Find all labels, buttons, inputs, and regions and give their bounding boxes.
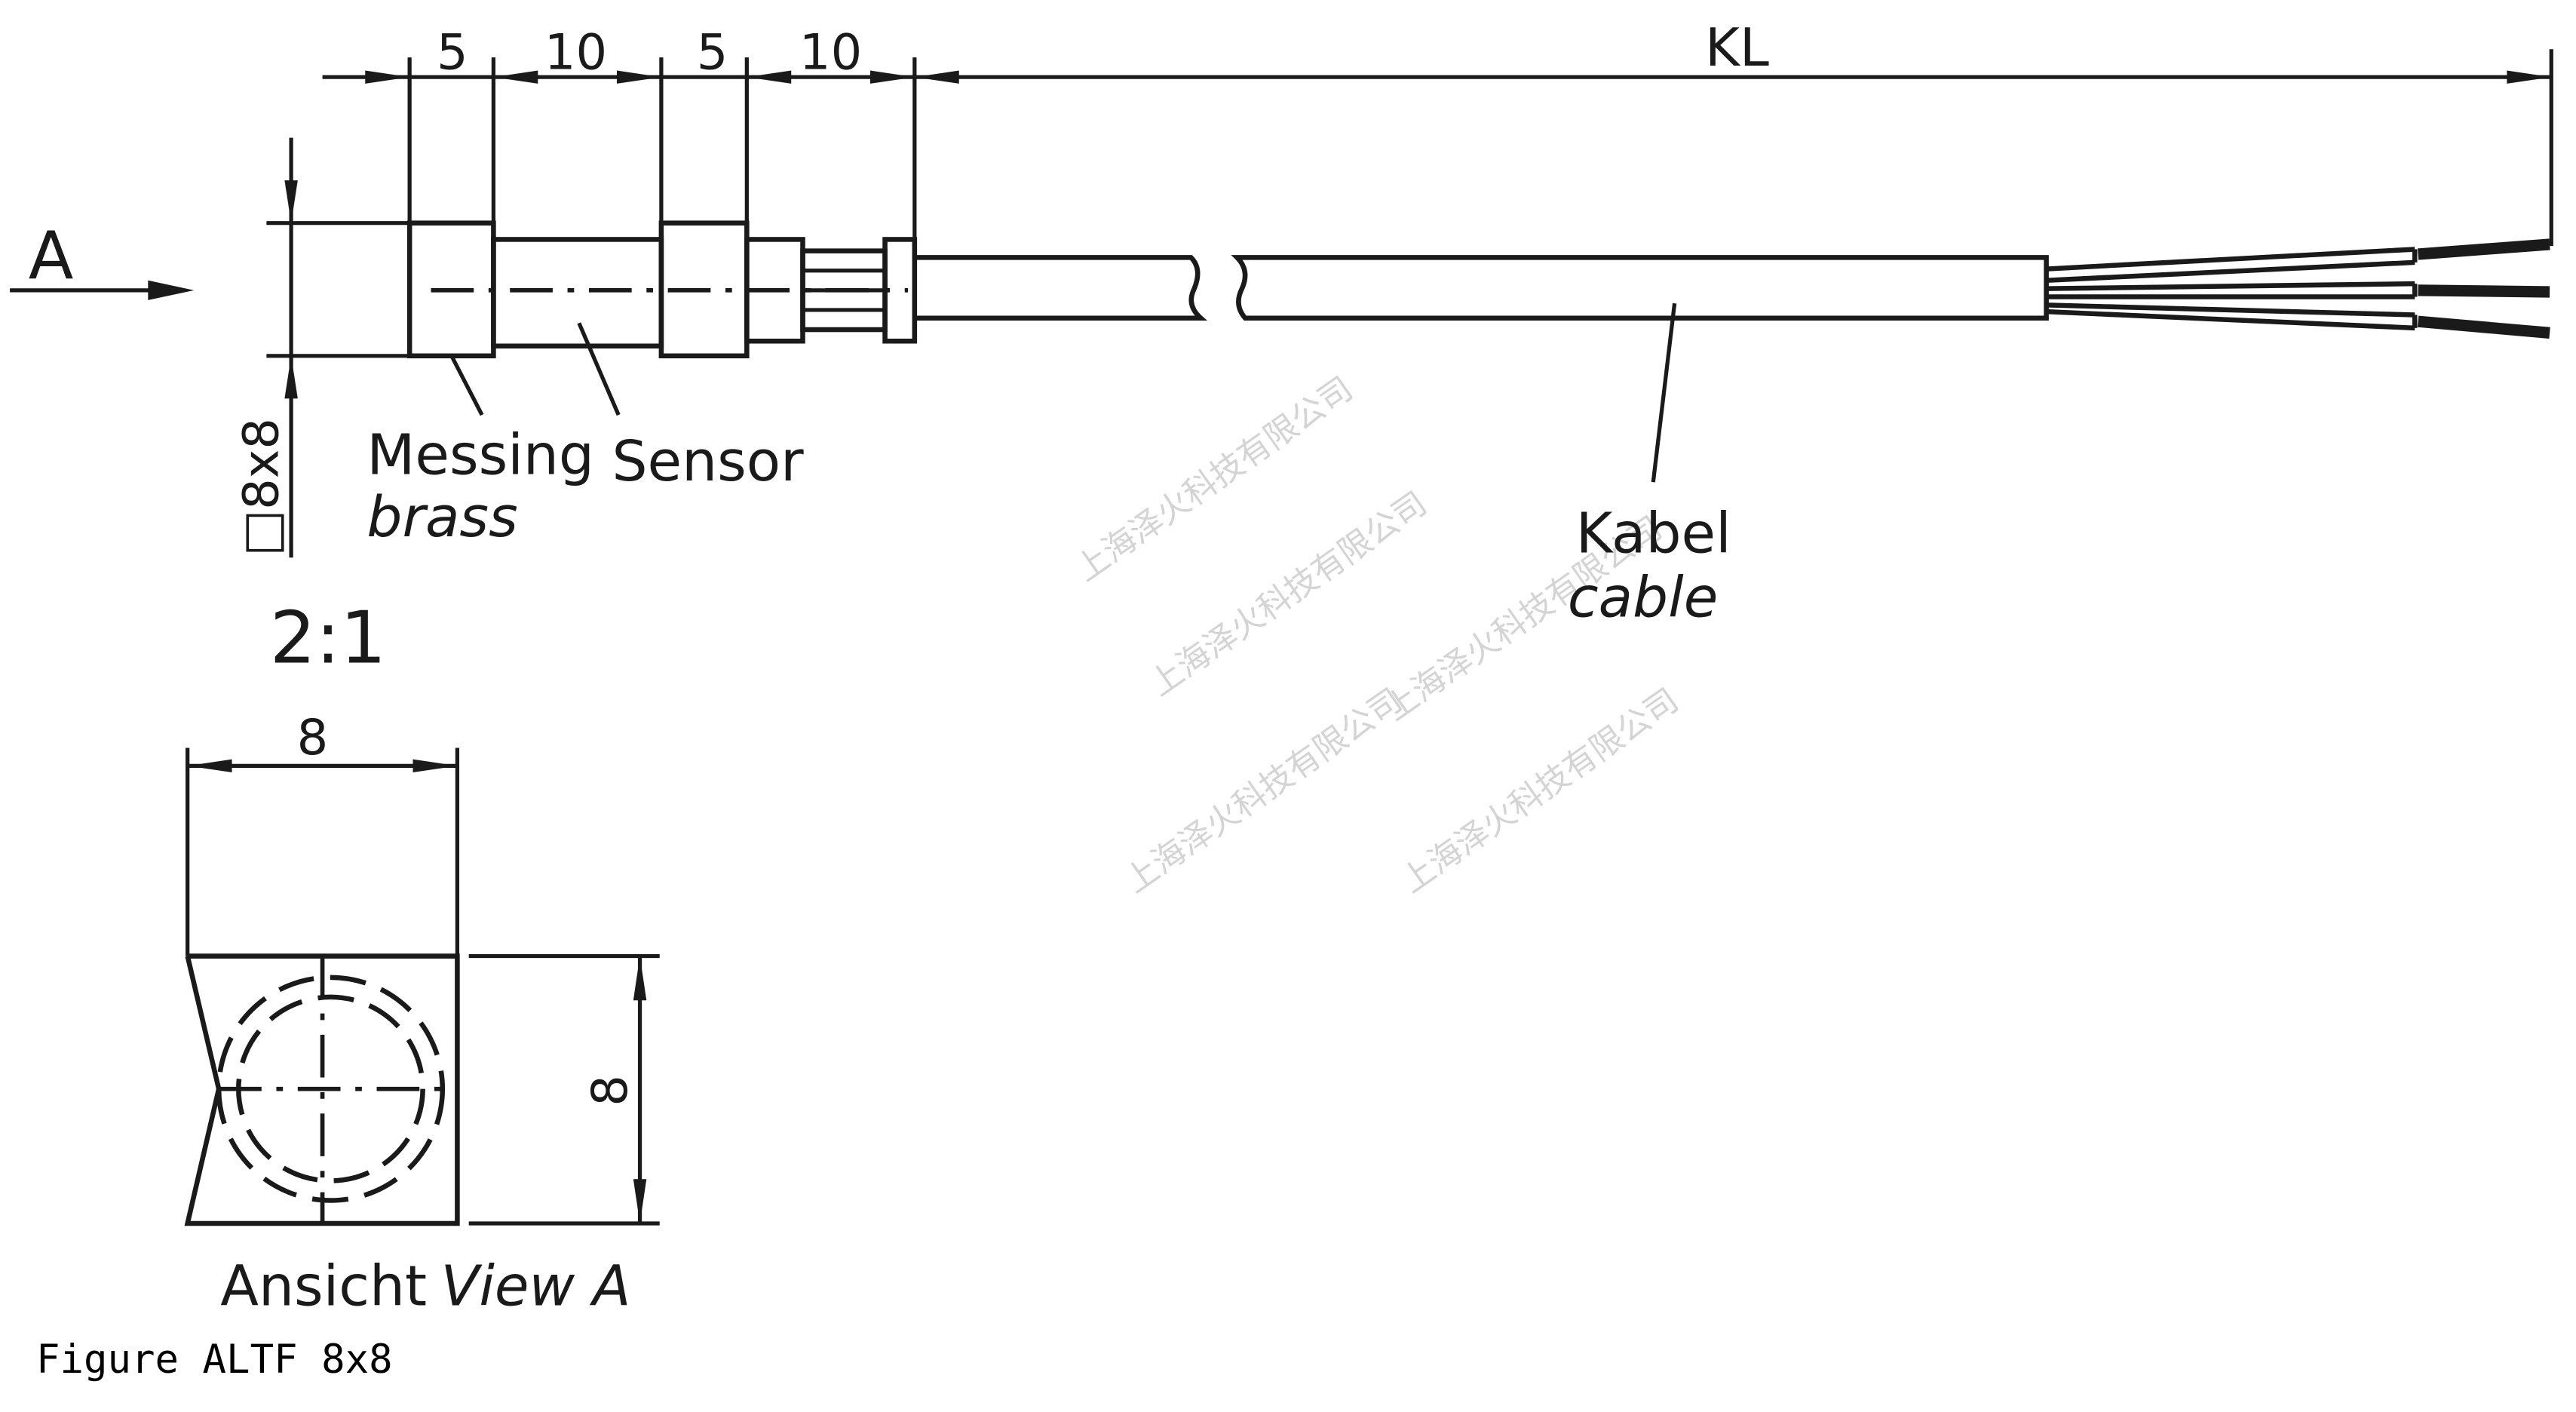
watermark-text: 上海泽火科技有限公司 [1394,682,1685,901]
sensor-tube [491,237,664,349]
view-label-en: View A [441,1254,631,1319]
dim-seg3-label: 5 [697,23,728,81]
end-view: 8 8 Ansicht View A [184,709,660,1319]
cross-section-label: □8x8 [233,418,290,556]
hidden-circle-outer [216,975,446,1203]
view-arrow-label: A [29,218,74,295]
dim-cable-length-label: KL [1705,17,1769,78]
brass-label-en: brass [366,485,517,550]
callouts: Messing brass Sensor Kabel cable [366,302,1731,631]
cable-segment-right [1231,255,2049,321]
cross-section-dimension: □8x8 [233,137,408,558]
view-width-label: 8 [297,709,329,766]
view-label-de: Ansicht [220,1254,427,1319]
hidden-circle-inner [236,994,425,1183]
brass-label-de: Messing [366,422,594,487]
dim-seg2-label: 10 [544,23,607,81]
dim-seg4-label: 10 [799,23,862,81]
dim-seg1-label: 5 [437,23,468,81]
view-direction-arrow: A [10,218,195,300]
watermark-text: 上海泽火科技有限公司 [1118,682,1409,901]
cable-wires [2046,238,2550,339]
sensor-label: Sensor [612,429,804,494]
cable [914,238,2550,339]
top-dimension-chain: 5 10 5 10 KL [322,17,2553,247]
sensor-assembly [406,220,918,359]
cable-segment-left [914,255,1207,321]
cable-label-en: cable [1568,566,1719,631]
watermark-group: 上海泽火科技有限公司 上海泽火科技有限公司 上海泽火科技有限公司 上海泽火科技有… [1069,370,1685,901]
figure-caption: Figure ALTF 8x8 [36,1337,393,1383]
view-height-label: 8 [581,1075,639,1107]
cable-label-de: Kabel [1576,502,1731,566]
scale-label: 2:1 [270,596,386,680]
